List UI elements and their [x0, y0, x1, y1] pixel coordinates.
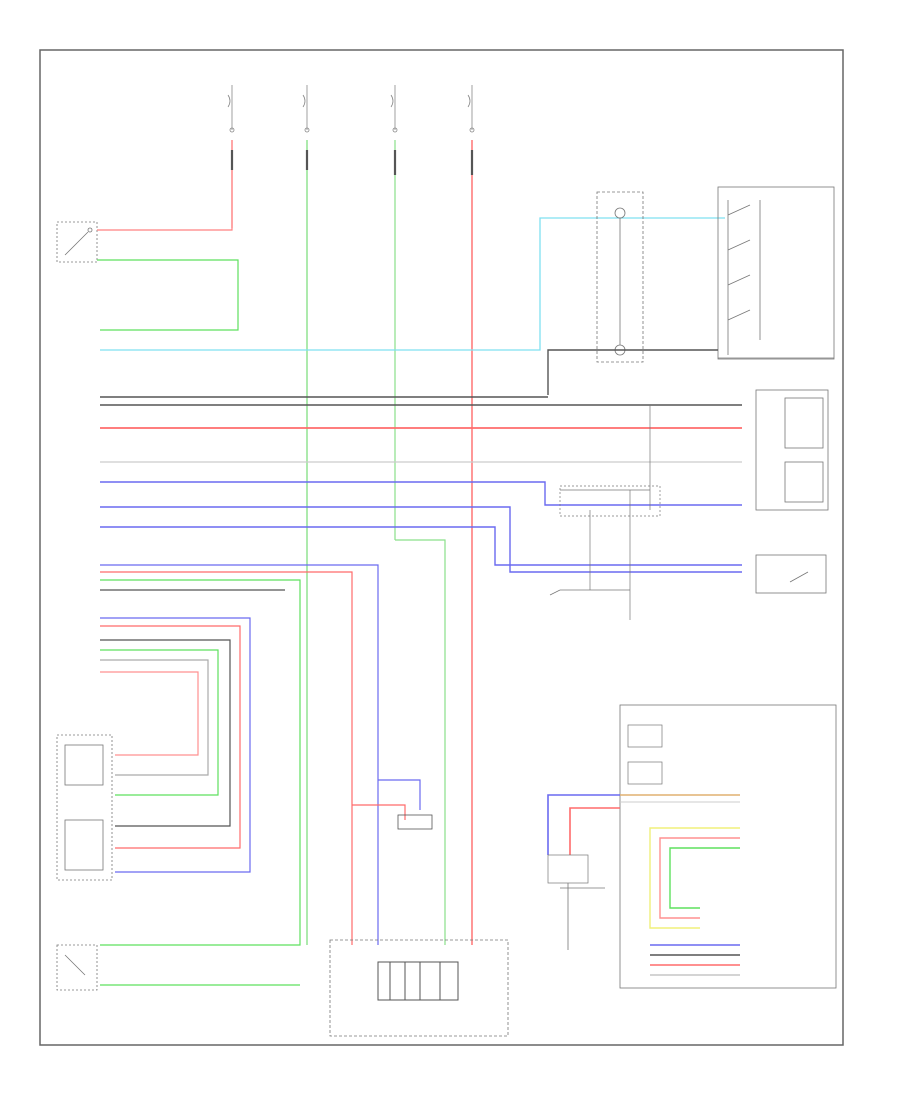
actuator-box: [596, 191, 644, 363]
wire-red-brake: [97, 228, 233, 231]
switch-contacts: [727, 200, 761, 355]
tcm-box: [619, 704, 837, 989]
ecm-box: [329, 939, 509, 1037]
wire-green-brake: [97, 259, 239, 331]
wire-green-feed-3: [395, 539, 446, 945]
switch-box: [717, 186, 835, 360]
clutch-switch: [56, 944, 98, 991]
left-connector-lines: [100, 564, 379, 986]
brake-switch: [56, 221, 98, 263]
bus-blue-1: [100, 481, 742, 506]
sensor-box: [755, 389, 829, 511]
bus-blue-2: [100, 506, 742, 573]
bus-blue-3: [100, 526, 742, 566]
wire-lightblue: [100, 217, 725, 351]
fuse-group: [227, 85, 475, 133]
motor-box: [755, 554, 827, 594]
diagram-frame: [39, 49, 844, 1046]
